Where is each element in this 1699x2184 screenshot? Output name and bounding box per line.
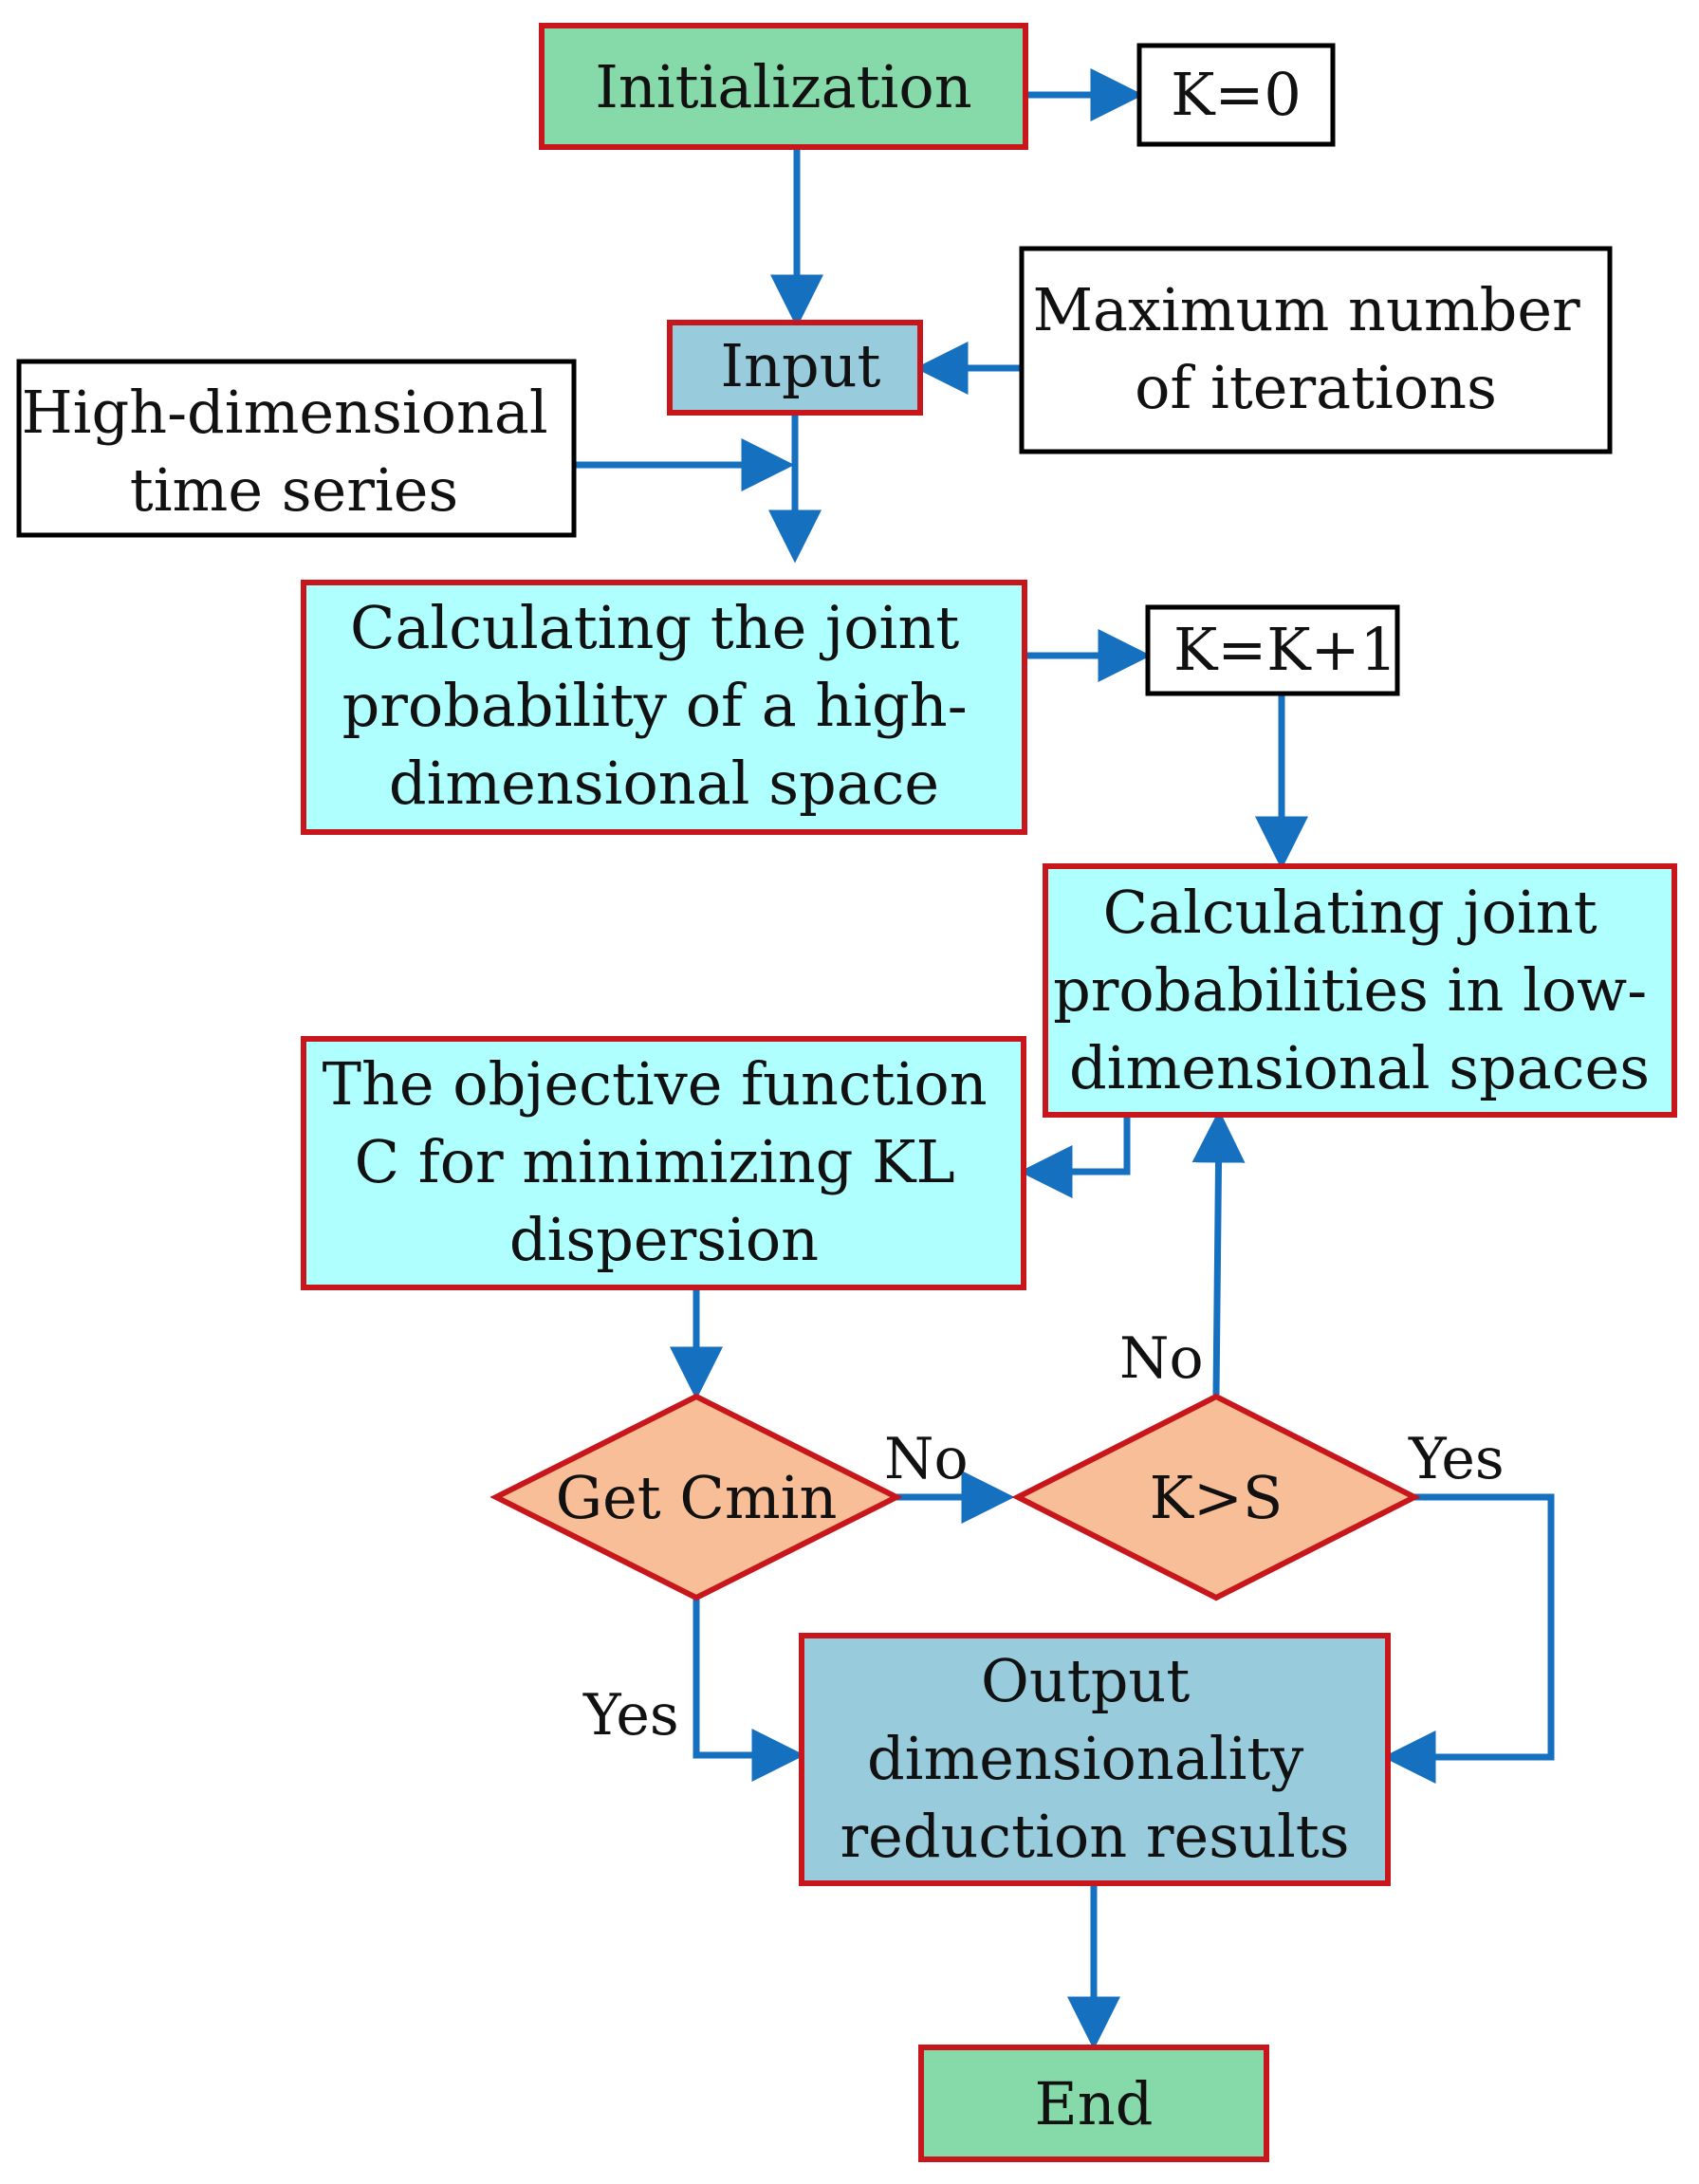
calc-low-joint-box [1043,863,1677,1118]
output-results-label: Output dimensionality reduction results [840,1646,1349,1871]
k-zero-box [1136,43,1336,147]
objective-function-box [301,1036,1026,1290]
edge-kgts-yes [1382,1493,1555,1784]
input-box [667,320,923,416]
output-results-box [799,1633,1391,1886]
end-box [918,2045,1269,2162]
high-dim-series-box [16,359,577,538]
objective-function-label: The objective function C for minimizing … [323,1049,1006,1274]
k-zero-label: K=0 [1171,60,1302,129]
initialization-label: Initialization [595,52,971,121]
calc-high-joint-box [301,580,1027,835]
edge-label-cmin-yes: Yes [582,1682,679,1749]
get-cmin-label: Get Cmin [556,1463,838,1532]
edge-label-cmin-no: No [884,1426,969,1492]
edge-calclow-to-objective [1019,1115,1131,1198]
calc-low-joint-label: Calculating joint probabilities in low- … [1053,878,1666,1102]
max-iterations-box [1019,246,1613,454]
edge-getcmin-yes [693,1598,805,1782]
k-gt-s-diamond [1011,1393,1421,1601]
edge-label-kgts-yes: Yes [1408,1426,1505,1492]
input-label: Input [721,331,881,400]
k-gt-s-label: K>S [1150,1463,1283,1532]
k-increment-box [1145,604,1400,696]
k-increment-label: K=K+1 [1173,615,1397,684]
connectors [574,68,1555,2050]
calc-high-joint-label: Calculating the joint probability of a h… [342,593,987,818]
get-cmin-diamond [489,1393,903,1601]
initialization-box [539,23,1028,150]
edge-label-kgts-no: No [1119,1325,1204,1392]
edge-kgts-no [1191,1109,1246,1396]
high-dim-series-label: High-dimensional time series [22,378,567,525]
end-label: End [1035,2069,1154,2138]
max-iterations-label: Maximum number of iterations [1033,275,1599,422]
